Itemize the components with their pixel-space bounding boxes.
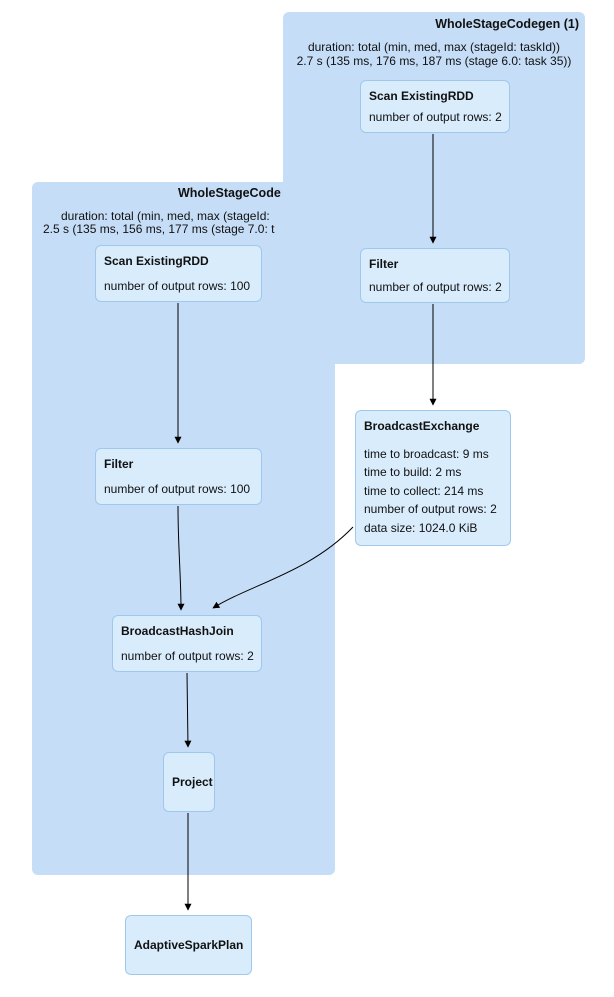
node-metrics-list: time to broadcast: 9 ms time to build: 2… — [364, 445, 502, 538]
node-metric: number of output rows: 2 — [364, 502, 497, 516]
node-title: AdaptiveSparkPlan — [134, 938, 244, 952]
node-metric: number of output rows: 2 — [121, 649, 254, 663]
node-metric: number of output rows: 100 — [104, 482, 251, 496]
node-metric: number of output rows: 100 — [104, 279, 251, 293]
node-title: Scan ExistingRDD — [369, 89, 474, 103]
cluster-wholestagecodegen-1: WholeStageCodegen (1) duration: total (m… — [283, 12, 585, 364]
cluster-duration-label: duration: total (min, med, max (stageId:… — [307, 40, 561, 54]
node-adaptive-spark-plan[interactable]: AdaptiveSparkPlan — [125, 915, 252, 975]
cluster-duration-value: 2.5 s (135 ms, 156 ms, 177 ms (stage 7.0… — [43, 222, 275, 236]
cluster-title: WholeStageCodegen (1) — [435, 17, 579, 31]
node-title: Project — [172, 775, 213, 789]
node-scan-existingrdd-1[interactable]: Scan ExistingRDD number of output rows: … — [360, 80, 510, 133]
node-project[interactable]: Project — [163, 752, 215, 812]
cluster-title: WholeStageCode — [178, 186, 281, 200]
node-title: BroadcastHashJoin — [121, 624, 234, 638]
node-metric: number of output rows: 2 — [369, 280, 502, 294]
node-broadcast-exchange[interactable]: BroadcastExchange time to broadcast: 9 m… — [355, 410, 511, 546]
node-metric: data size: 1024.0 KiB — [364, 520, 478, 535]
node-metric: number of output rows: 2 — [369, 110, 502, 124]
cluster-duration-value: 2.7 s (135 ms, 176 ms, 187 ms (stage 6.0… — [296, 54, 572, 68]
node-title: BroadcastExchange — [364, 419, 480, 433]
node-title: Filter — [104, 457, 134, 471]
node-filter-2[interactable]: Filter number of output rows: 100 — [95, 448, 262, 505]
node-filter-1[interactable]: Filter number of output rows: 2 — [360, 248, 510, 303]
cluster-duration-label: duration: total (min, med, max (stageId: — [61, 209, 270, 223]
node-title: Filter — [369, 257, 399, 271]
node-metric: time to broadcast: 9 ms — [364, 446, 489, 461]
node-broadcast-hash-join[interactable]: BroadcastHashJoin number of output rows:… — [112, 615, 262, 672]
node-scan-existingrdd-2[interactable]: Scan ExistingRDD number of output rows: … — [95, 245, 262, 302]
node-metric: time to collect: 214 ms — [364, 483, 484, 498]
node-metric: time to build: 2 ms — [364, 465, 462, 479]
node-title: Scan ExistingRDD — [104, 254, 209, 268]
